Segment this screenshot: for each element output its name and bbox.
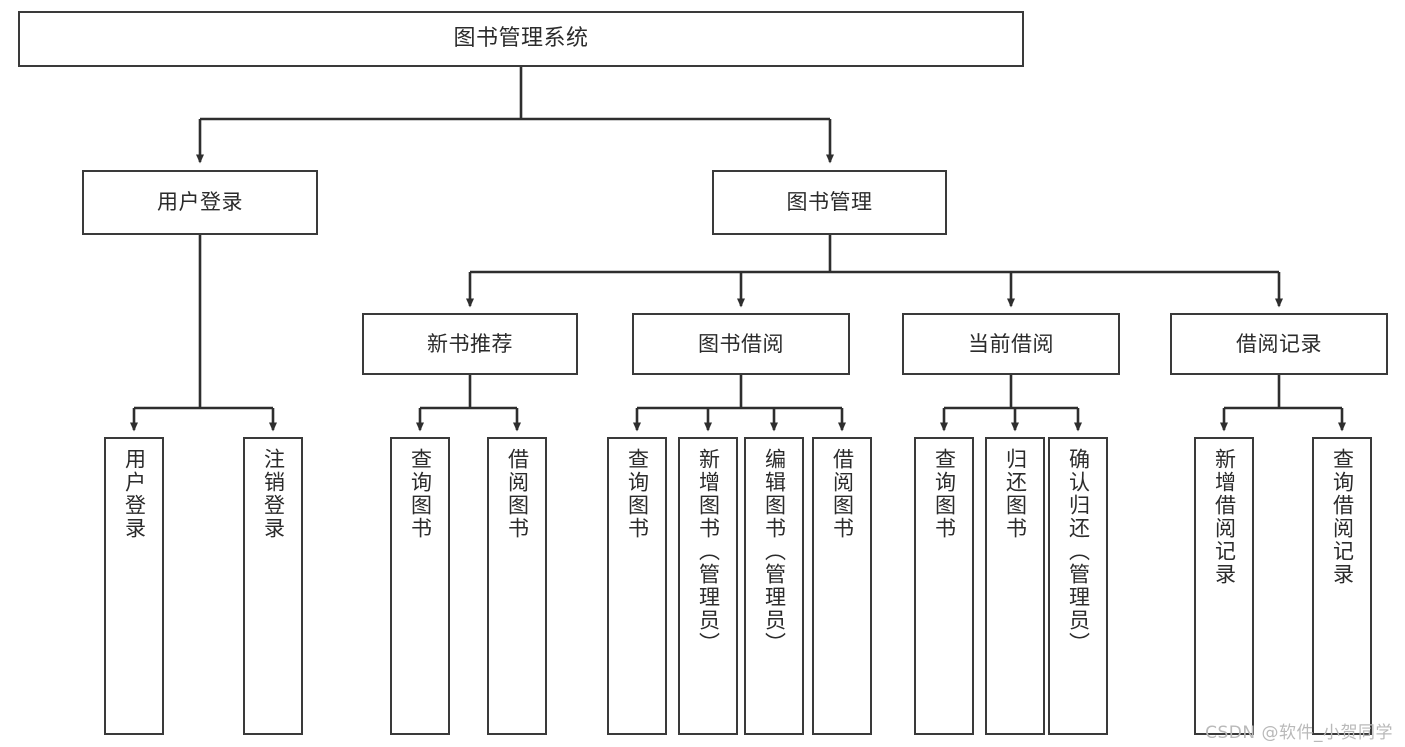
node-leaf-rec-query-record-label: 查询借阅记录 (1330, 448, 1355, 586)
node-leaf-user-login[interactable]: 用户登录 (104, 437, 164, 735)
node-leaf-user-logout[interactable]: 注销登录 (243, 437, 303, 735)
node-leaf-user-login-label: 用户登录 (122, 448, 147, 540)
node-leaf-cur-query-book-label: 查询图书 (932, 448, 957, 540)
node-leaf-borrow-query-book-label: 查询图书 (625, 448, 650, 540)
node-book-borrow[interactable]: 图书借阅 (632, 313, 850, 375)
node-leaf-rec-borrow-book[interactable]: 借阅图书 (487, 437, 547, 735)
node-leaf-rec-query-book-label: 查询图书 (408, 448, 433, 540)
node-leaf-cur-return-book-label: 归还图书 (1003, 448, 1028, 540)
node-book-manage[interactable]: 图书管理 (712, 170, 947, 235)
node-leaf-rec-add-record[interactable]: 新增借阅记录 (1194, 437, 1254, 735)
node-new-book-rec-label: 新书推荐 (427, 331, 513, 356)
node-borrow-record-label: 借阅记录 (1236, 331, 1322, 356)
node-leaf-borrow-add-book-label: 新增图书（管理员） (696, 448, 721, 655)
node-leaf-rec-add-record-label: 新增借阅记录 (1212, 448, 1237, 586)
node-leaf-borrow-borrow-book[interactable]: 借阅图书 (812, 437, 872, 735)
node-leaf-borrow-edit-book[interactable]: 编辑图书（管理员） (744, 437, 804, 735)
node-new-book-rec[interactable]: 新书推荐 (362, 313, 578, 375)
node-root-label: 图书管理系统 (453, 26, 589, 52)
node-leaf-cur-query-book[interactable]: 查询图书 (914, 437, 974, 735)
node-leaf-borrow-add-book[interactable]: 新增图书（管理员） (678, 437, 738, 735)
node-leaf-rec-borrow-book-label: 借阅图书 (505, 448, 530, 540)
node-leaf-borrow-edit-book-label: 编辑图书（管理员） (762, 448, 787, 655)
node-current-borrow[interactable]: 当前借阅 (902, 313, 1120, 375)
node-borrow-record[interactable]: 借阅记录 (1170, 313, 1388, 375)
node-root[interactable]: 图书管理系统 (18, 11, 1024, 67)
node-leaf-cur-confirm-return[interactable]: 确认归还（管理员） (1048, 437, 1108, 735)
node-leaf-borrow-query-book[interactable]: 查询图书 (607, 437, 667, 735)
node-current-borrow-label: 当前借阅 (968, 331, 1054, 356)
node-book-manage-label: 图书管理 (786, 190, 873, 215)
node-user-login-label: 用户登录 (157, 190, 243, 215)
node-leaf-rec-query-book[interactable]: 查询图书 (390, 437, 450, 735)
node-leaf-cur-return-book[interactable]: 归还图书 (985, 437, 1045, 735)
node-leaf-borrow-borrow-book-label: 借阅图书 (830, 448, 855, 540)
node-book-borrow-label: 图书借阅 (698, 331, 784, 356)
node-leaf-user-logout-label: 注销登录 (261, 448, 286, 540)
node-user-login[interactable]: 用户登录 (82, 170, 318, 235)
watermark-text: CSDN @软件_小贺同学 (1205, 723, 1393, 743)
node-leaf-cur-confirm-return-label: 确认归还（管理员） (1066, 448, 1091, 655)
node-leaf-rec-query-record[interactable]: 查询借阅记录 (1312, 437, 1372, 735)
